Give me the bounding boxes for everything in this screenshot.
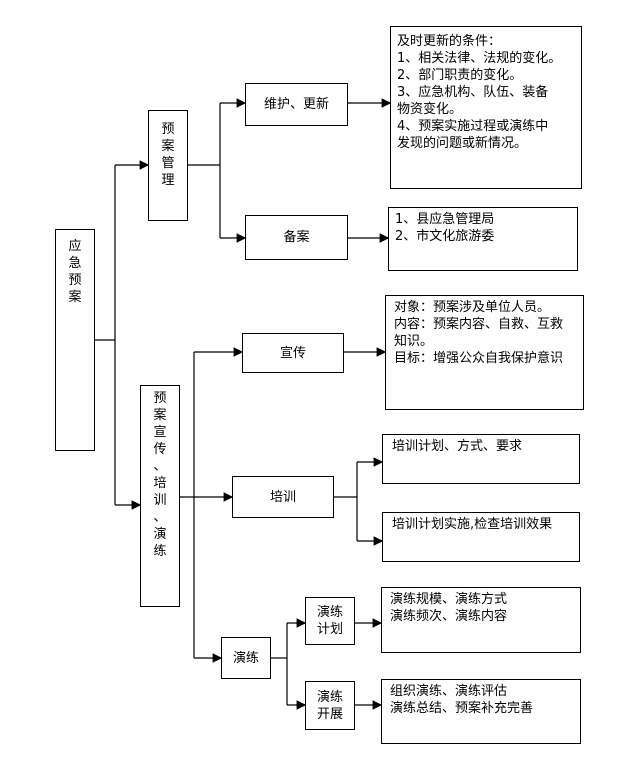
drill-node: 演练 — [221, 637, 271, 679]
training-plan-box: 培训计划、方式、要求 — [382, 434, 580, 484]
publicity-node: 宣传 — [242, 333, 344, 373]
drill-plan-node: 演练 计划 — [305, 597, 355, 645]
training-node: 培训 — [232, 476, 334, 518]
maintain-update-node: 维护、更新 — [245, 83, 348, 126]
filing-targets-box: 1、县应急管理局 2、市文化旅游委 — [388, 207, 578, 271]
drill-execution-detail-box: 组织演练、演练评估 演练总结、预案补充完善 — [381, 679, 581, 744]
drill-execution-node: 演练 开展 — [305, 681, 355, 730]
publicity-detail-box: 对象：预案涉及单位人员。 内容：预案内容、自救、互救 知识。 目标：增强公众自我… — [385, 295, 584, 410]
update-conditions-box: 及时更新的条件： 1、相关法律、法规的变化。 2、部门职责的变化。 3、应急机构… — [390, 26, 582, 189]
root-node: 应 急 预 案 — [55, 229, 95, 451]
filing-node: 备案 — [245, 215, 348, 260]
plan-management-node: 预 案 管 理 — [148, 110, 188, 221]
training-implementation-box: 培训计划实施,检查培训效果 — [382, 512, 580, 562]
plan-publicity-training-drill-node: 预 案 宣 传 、 培 训 、 演 练 — [140, 385, 180, 607]
drill-plan-detail-box: 演练规模、演练方式 演练频次、演练内容 — [381, 587, 581, 653]
